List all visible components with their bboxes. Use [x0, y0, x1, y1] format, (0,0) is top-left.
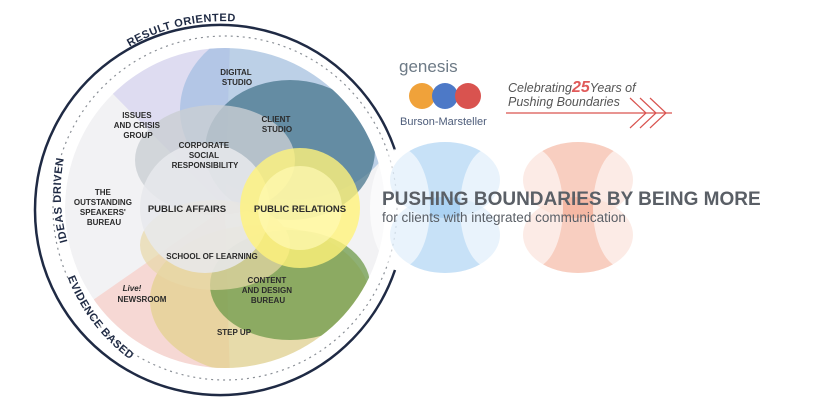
genesis-wordmark: genesis [399, 57, 458, 76]
segment-labels: DIGITAL STUDIO CLIENT STUDIO ISSUES AND … [74, 68, 346, 337]
label-speakers: THE OUTSTANDING SPEAKERS' BUREAU [74, 188, 134, 227]
burson-wordmark: Burson-Marsteller [400, 116, 487, 128]
celebrating-line2: Pushing Boundaries [508, 95, 620, 109]
label-newsroom: NEWSROOM [118, 295, 167, 304]
label-issues-crisis: ISSUES AND CRISIS GROUP [114, 111, 162, 140]
celebration-badge: Celebrating25Years of Pushing Boundaries [506, 79, 672, 129]
globe-red-icon [455, 83, 481, 109]
coral-lens-shape [503, 142, 653, 273]
label-client-studio: CLIENT STUDIO [261, 115, 292, 134]
label-digital-studio: DIGITAL STUDIO [220, 68, 254, 87]
ring-label-top: RESULT ORIENTED [125, 12, 236, 49]
headline-subtitle: for clients with integrated communicatio… [382, 210, 626, 225]
outer-ring-arc [33, 23, 397, 397]
globe-orange-icon [409, 83, 435, 109]
label-csr: CORPORATE SOCIAL RESPONSIBILITY [172, 141, 239, 170]
celebrating-text: Celebrating25Years of [508, 79, 637, 96]
genesis-logo: genesis Burson-Marsteller [399, 57, 487, 128]
label-school-of-learning: SCHOOL OF LEARNING [166, 252, 257, 261]
label-step-up: STEP UP [217, 328, 252, 337]
label-public-affairs: PUBLIC AFFAIRS [148, 204, 226, 215]
label-public-relations: PUBLIC RELATIONS [254, 204, 346, 215]
globe-blue-icon [432, 83, 458, 109]
label-content-design: CONTENT AND DESIGN BUREAU [242, 276, 294, 305]
label-newsroom-live: Live! [123, 284, 142, 293]
public-relations-core [258, 166, 342, 250]
blue-lens-shape [370, 142, 520, 273]
headline-title: PUSHING BOUNDARIES BY BEING MORE [382, 189, 761, 210]
arrow-icon [506, 97, 672, 129]
public-affairs-region [140, 143, 270, 273]
